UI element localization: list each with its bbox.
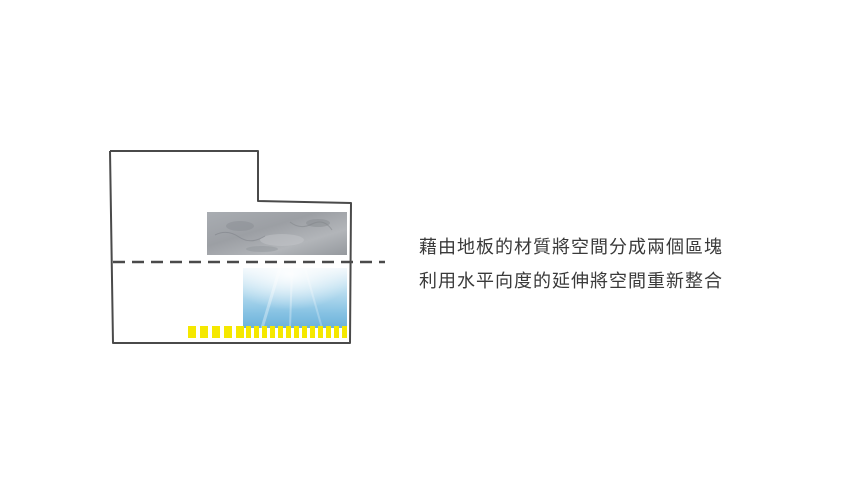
yellow-strip-segment xyxy=(224,326,232,338)
yellow-strip-segment xyxy=(318,326,323,338)
yellow-strip-segment xyxy=(246,326,251,338)
yellow-strip-segment xyxy=(270,326,275,338)
yellow-strip-segment xyxy=(188,326,196,338)
yellow-strip-segment xyxy=(294,326,299,338)
yellow-edge-strip xyxy=(188,326,347,338)
yellow-strip-segment xyxy=(200,326,208,338)
yellow-strip-segment xyxy=(254,326,259,338)
yellow-strip-segment xyxy=(342,326,347,338)
water-floor-texture xyxy=(243,267,347,329)
yellow-strip-segment xyxy=(262,326,267,338)
yellow-strip-segment xyxy=(326,326,331,338)
yellow-strip-segment xyxy=(212,326,220,338)
yellow-strip-segment xyxy=(310,326,315,338)
yellow-strip-segment xyxy=(302,326,307,338)
stone-floor-texture xyxy=(207,212,347,255)
yellow-strip-segment xyxy=(278,326,283,338)
yellow-strip-segment xyxy=(334,326,339,338)
caption-line-2: 利用水平向度的延伸將空間重新整合 xyxy=(419,271,723,292)
floor-plan-outline xyxy=(109,150,352,344)
yellow-strip-segment xyxy=(286,326,291,338)
yellow-strip-segment xyxy=(236,326,244,338)
caption-line-1: 藉由地板的材質將空間分成兩個區塊 xyxy=(419,237,723,258)
